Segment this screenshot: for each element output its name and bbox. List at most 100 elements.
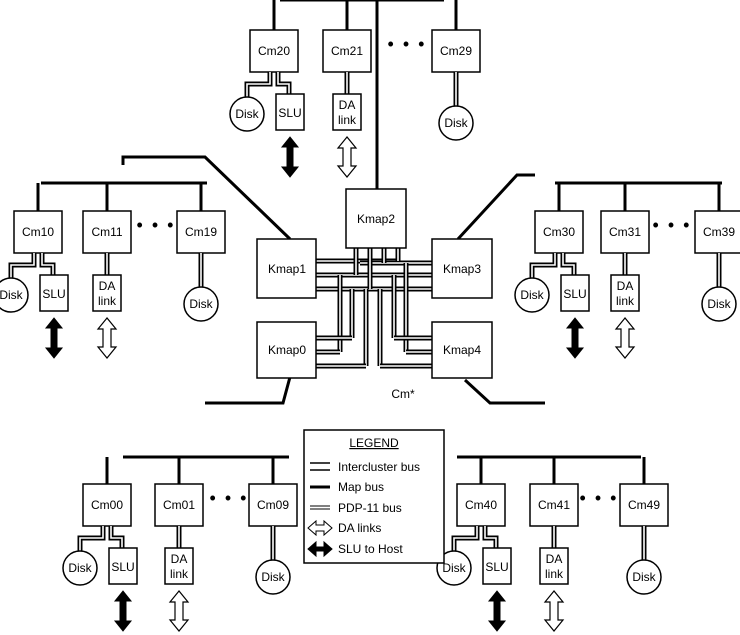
disk: Disk <box>183 286 219 322</box>
intercluster-bus-icon <box>310 462 330 471</box>
da-label: DA <box>171 552 188 566</box>
disk: Disk <box>62 550 98 586</box>
legend-item-pdp11-bus: PDP-11 bus <box>338 501 402 515</box>
slu-to-host-arrow-icon <box>45 317 63 359</box>
slu-to-host-arrow-icon <box>488 590 506 632</box>
module-label: Cm39 <box>703 225 735 239</box>
disk: Disk <box>438 105 474 141</box>
legend-item-intercluster-bus: Intercluster bus <box>338 460 420 474</box>
legend-title: LEGEND <box>349 436 399 450</box>
module-label: Cm30 <box>543 225 575 239</box>
link-label: link <box>616 294 635 308</box>
disk-label: Disk <box>0 288 24 302</box>
da-link-arrow-icon <box>615 317 635 359</box>
disk: Disk <box>701 286 737 322</box>
slu-label: SLU <box>42 287 65 301</box>
disk: Disk <box>255 559 291 595</box>
slu-label: SLU <box>485 560 508 574</box>
module-label: Cm09 <box>257 498 289 512</box>
module-label: Cm31 <box>609 225 641 239</box>
disk-label: Disk <box>235 107 259 121</box>
pdp11-bus <box>77 526 106 551</box>
pdp11-bus <box>529 253 558 278</box>
pdp11-bus <box>108 526 125 548</box>
module-label: Cm49 <box>628 498 660 512</box>
module-label: Cm11 <box>91 225 122 239</box>
slu-box: SLU <box>482 547 512 585</box>
intercluster-bus-network <box>316 248 432 369</box>
pdp11-bus <box>451 526 480 551</box>
link-label: link <box>170 567 189 581</box>
slu-box: SLU <box>275 93 305 131</box>
ellipsis: • • • <box>137 215 176 235</box>
disk-label: Disk <box>707 297 731 311</box>
kmap-1-label: Kmap1 <box>268 262 306 276</box>
ellipsis: • • • <box>580 488 619 508</box>
ellipsis: • • • <box>388 34 427 54</box>
disk: Disk <box>626 559 662 595</box>
module-label: Cm00 <box>91 498 123 512</box>
kmap-bus-links <box>121 0 545 405</box>
disk: Disk <box>0 277 29 313</box>
legend: LEGEND Intercluster bus Map bus PDP-11 b… <box>303 429 445 564</box>
pdp11-bus <box>275 72 292 94</box>
hollow-double-arrow-icon <box>307 519 333 537</box>
module-label: Cm29 <box>440 44 472 58</box>
kmap-2: Kmap2 <box>345 188 407 249</box>
da-label: DA <box>339 98 356 112</box>
module-label: Cm41 <box>538 498 570 512</box>
slu-to-host-arrow-icon <box>281 136 299 178</box>
pdp11-bus <box>244 72 273 97</box>
slu-box: SLU <box>108 547 138 585</box>
module-label: Cm19 <box>185 225 217 239</box>
kmap-0-label: Kmap0 <box>268 343 306 357</box>
pdp11-bus <box>560 253 577 275</box>
ellipsis: • • • <box>210 488 249 508</box>
kmap-1: Kmap1 <box>256 238 317 299</box>
da-label: DA <box>99 279 116 293</box>
kmap-0: Kmap0 <box>256 321 317 379</box>
pdp11-bus <box>8 253 37 278</box>
slu-label: SLU <box>563 287 586 301</box>
pdp11-bus-icon <box>310 505 330 510</box>
solid-double-arrow-icon <box>307 540 333 558</box>
da-label: DA <box>617 279 634 293</box>
disk-label: Disk <box>189 297 213 311</box>
system-label: Cm* <box>391 387 415 401</box>
link-label: link <box>98 294 117 308</box>
kmap-2-label: Kmap2 <box>357 212 395 226</box>
module-label: Cm40 <box>465 498 497 512</box>
disk-label: Disk <box>261 570 285 584</box>
kmap-4: Kmap4 <box>431 321 493 379</box>
kmap-3-label: Kmap3 <box>443 262 481 276</box>
slu-to-host-arrow-icon <box>566 317 584 359</box>
pdp11-bus <box>482 526 499 548</box>
disk-label: Disk <box>442 561 466 575</box>
legend-item-map-bus: Map bus <box>338 480 384 494</box>
da-link-arrow-icon <box>544 590 564 632</box>
module-label: Cm20 <box>258 44 290 58</box>
disk: Disk <box>514 277 550 313</box>
disk-label: Disk <box>444 116 468 130</box>
module-label: Cm01 <box>163 498 195 512</box>
ellipsis: • • • <box>653 215 692 235</box>
da-label: DA <box>546 552 563 566</box>
